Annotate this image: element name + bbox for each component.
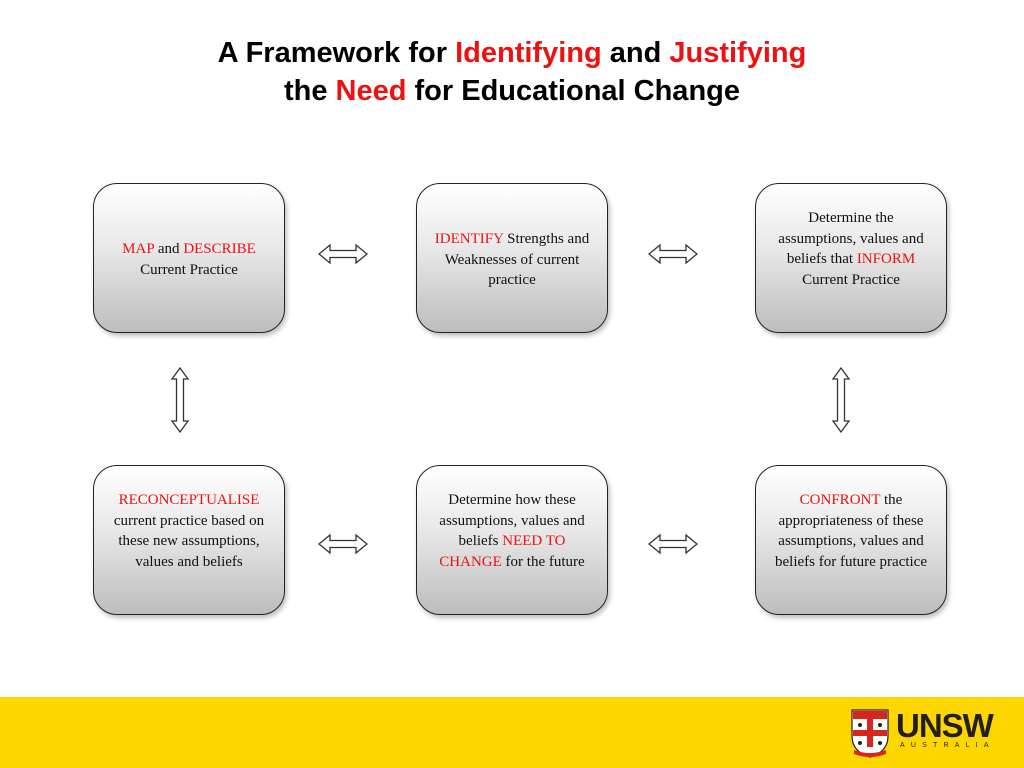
box-inform: Determine the assumptions, values and be…: [755, 183, 947, 333]
double-arrow-horizontal-icon: [318, 243, 368, 265]
box-reconceptualise: RECONCEPTUALISE current practice based o…: [93, 465, 285, 615]
box-need-to-change: Determine how these assumptions, values …: [416, 465, 608, 615]
title-line-1: A Framework for Identifying and Justifyi…: [217, 37, 807, 69]
title-line-2: the Need for Educational Change: [283, 75, 740, 107]
unsw-logo: UNSW AUSTRALIA: [850, 706, 1010, 758]
double-arrow-vertical-icon: [831, 367, 851, 433]
title-highlight-need: Need: [335, 75, 407, 107]
unsw-wordmark: UNSW: [896, 707, 994, 744]
box-map-describe: MAP and DESCRIBE Current Practice: [93, 183, 285, 333]
double-arrow-horizontal-icon: [648, 243, 698, 265]
unsw-subtitle: AUSTRALIA: [900, 742, 995, 749]
box-confront: CONFRONT the appropriateness of these as…: [755, 465, 947, 615]
unsw-crest-icon: [851, 709, 889, 758]
double-arrow-vertical-icon: [170, 367, 190, 433]
double-arrow-horizontal-icon: [318, 533, 368, 555]
title-highlight-justifying: Justifying: [669, 37, 807, 69]
title-highlight-identifying: Identifying: [455, 37, 602, 69]
box-identify: IDENTIFY Strengths and Weaknesses of cur…: [416, 183, 608, 333]
double-arrow-horizontal-icon: [648, 533, 698, 555]
slide-title: A Framework for Identifying and Justifyi…: [0, 34, 1024, 110]
